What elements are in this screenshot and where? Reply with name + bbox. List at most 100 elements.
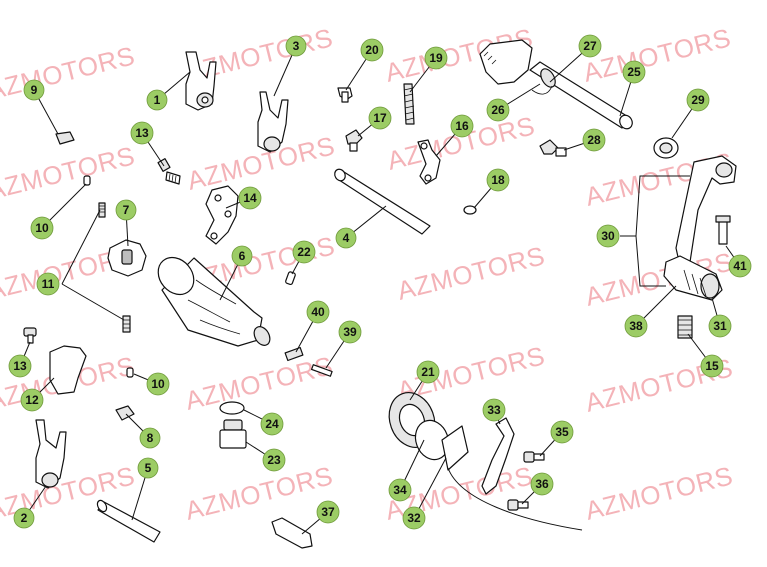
clip-8 xyxy=(115,405,135,421)
svg-text:4: 4 xyxy=(343,231,350,245)
svg-text:32: 32 xyxy=(407,511,421,525)
svg-text:12: 12 xyxy=(25,393,39,407)
screw-13-lower xyxy=(23,327,37,344)
callout-18[interactable]: 18 xyxy=(486,168,510,192)
svg-text:22: 22 xyxy=(297,245,311,259)
callout-36[interactable]: 36 xyxy=(530,472,554,496)
pin-22 xyxy=(285,271,296,286)
callout-9[interactable]: 9 xyxy=(23,79,45,101)
callout-22[interactable]: 22 xyxy=(292,240,316,264)
callout-29[interactable]: 29 xyxy=(686,88,710,112)
svg-text:38: 38 xyxy=(629,319,643,333)
svg-text:1: 1 xyxy=(154,93,161,107)
detent-7 xyxy=(107,239,147,277)
callout-27[interactable]: 27 xyxy=(578,34,602,58)
callout-40[interactable]: 40 xyxy=(306,300,330,324)
watermark-text: AZMOTORS xyxy=(580,22,734,88)
plate-14 xyxy=(205,185,239,245)
callout-7[interactable]: 7 xyxy=(115,199,137,221)
callout-39[interactable]: 39 xyxy=(338,320,362,344)
callout-6[interactable]: 6 xyxy=(231,245,253,267)
callout-28[interactable]: 28 xyxy=(582,128,606,152)
shaft-5 xyxy=(96,499,161,543)
callout-5[interactable]: 5 xyxy=(137,457,159,479)
svg-text:10: 10 xyxy=(151,377,165,391)
ring-24 xyxy=(219,401,245,415)
svg-text:29: 29 xyxy=(691,93,705,107)
svg-text:33: 33 xyxy=(487,403,501,417)
callouts: 1 2 3 4 5 6 7 8 9 10 10 11 12 13 13 14 1… xyxy=(8,34,752,530)
callout-13-lower[interactable]: 13 xyxy=(8,354,32,378)
watermark-text: AZMOTORS xyxy=(0,140,138,206)
spring-11-upper xyxy=(98,202,106,218)
callout-2[interactable]: 2 xyxy=(13,507,35,529)
callout-32[interactable]: 32 xyxy=(402,506,426,530)
part-9-shape xyxy=(55,131,75,145)
callout-11[interactable]: 11 xyxy=(36,272,60,296)
bracket-33 xyxy=(481,417,515,495)
svg-text:5: 5 xyxy=(145,461,152,475)
callout-35[interactable]: 35 xyxy=(550,420,574,444)
shaft-4 xyxy=(334,168,431,235)
callout-17[interactable]: 17 xyxy=(368,106,392,130)
callout-24[interactable]: 24 xyxy=(260,412,284,436)
svg-text:13: 13 xyxy=(13,359,27,373)
spring-19 xyxy=(403,83,415,125)
watermark-text: AZMOTORS xyxy=(182,460,336,526)
callout-23[interactable]: 23 xyxy=(262,448,286,472)
watermark-text: AZMOTORS xyxy=(0,40,138,106)
callout-16[interactable]: 16 xyxy=(450,114,474,138)
callout-10-lower[interactable]: 10 xyxy=(146,372,170,396)
callout-13-upper[interactable]: 13 xyxy=(130,121,154,145)
svg-text:27: 27 xyxy=(583,39,597,53)
svg-text:15: 15 xyxy=(705,359,719,373)
callout-20[interactable]: 20 xyxy=(360,38,384,62)
svg-text:16: 16 xyxy=(455,119,469,133)
spring-40 xyxy=(284,346,304,362)
svg-text:21: 21 xyxy=(421,365,435,379)
bolt-28 xyxy=(539,139,567,157)
pin-10-upper xyxy=(83,175,91,186)
callout-19[interactable]: 19 xyxy=(424,46,448,70)
callout-25[interactable]: 25 xyxy=(622,60,646,84)
callout-41[interactable]: 41 xyxy=(728,254,752,278)
svg-text:25: 25 xyxy=(627,65,641,79)
pin-10-lower xyxy=(126,367,134,378)
svg-text:6: 6 xyxy=(239,249,246,263)
callout-37[interactable]: 37 xyxy=(316,500,340,524)
screw-35 xyxy=(523,451,545,463)
svg-text:20: 20 xyxy=(365,43,379,57)
callout-30[interactable]: 30 xyxy=(596,224,620,248)
callout-21[interactable]: 21 xyxy=(416,360,440,384)
svg-text:26: 26 xyxy=(491,103,505,117)
callout-4[interactable]: 4 xyxy=(335,227,357,249)
watermark-text: AZMOTORS xyxy=(182,350,336,416)
bolt-20 xyxy=(337,87,353,103)
callout-3[interactable]: 3 xyxy=(285,35,307,57)
svg-text:34: 34 xyxy=(393,483,407,497)
svg-text:35: 35 xyxy=(555,425,569,439)
lever-16 xyxy=(417,139,441,185)
watermark-text: AZMOTORS xyxy=(394,240,548,306)
callout-10-upper[interactable]: 10 xyxy=(30,216,54,240)
callout-1[interactable]: 1 xyxy=(146,89,168,111)
callout-15[interactable]: 15 xyxy=(700,354,724,378)
callout-12[interactable]: 12 xyxy=(20,388,44,412)
svg-text:13: 13 xyxy=(135,126,149,140)
svg-text:10: 10 xyxy=(35,221,49,235)
shift-fork-2 xyxy=(35,419,67,489)
collar-29 xyxy=(653,137,679,159)
callout-34[interactable]: 34 xyxy=(388,478,412,502)
callout-38[interactable]: 38 xyxy=(624,314,648,338)
shift-fork-1 xyxy=(185,51,217,111)
callout-33[interactable]: 33 xyxy=(482,398,506,422)
callout-14[interactable]: 14 xyxy=(238,186,262,210)
bracket-37 xyxy=(271,517,313,549)
shift-drum-6 xyxy=(157,256,271,347)
callout-31[interactable]: 31 xyxy=(708,314,732,338)
svg-text:41: 41 xyxy=(733,259,747,273)
spring-15 xyxy=(677,315,693,339)
callout-8[interactable]: 8 xyxy=(139,427,161,449)
parts-layer xyxy=(23,39,737,549)
callout-26[interactable]: 26 xyxy=(486,98,510,122)
